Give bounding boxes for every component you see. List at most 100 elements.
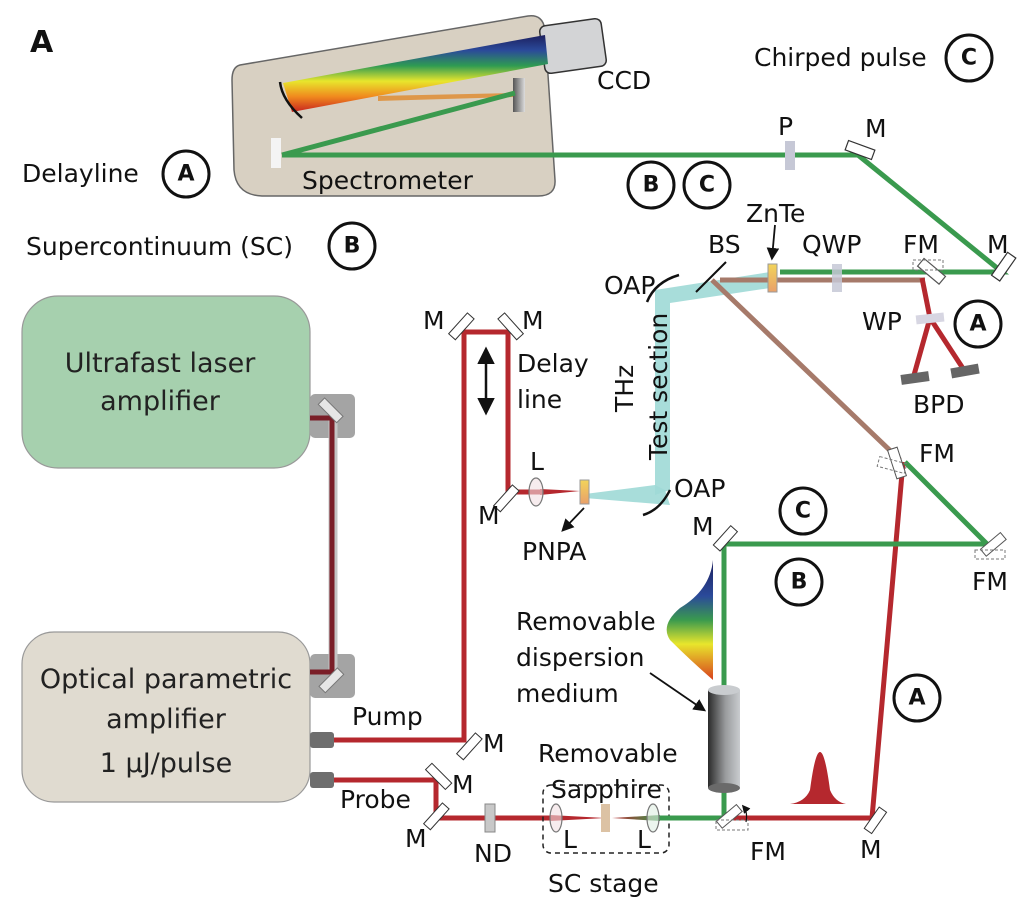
- removable-sapphire-label-1: Removable: [538, 739, 678, 768]
- svg-text:A: A: [177, 162, 194, 187]
- svg-text:B: B: [643, 173, 660, 198]
- mirror-delay-2-label: M: [522, 306, 544, 335]
- flip-arrow-bottom: [741, 804, 751, 823]
- mirror-probe-2: [422, 802, 450, 831]
- legend-marker-a: A: [161, 149, 211, 199]
- lens-sc-out-label: L: [637, 825, 651, 854]
- mirror-sc-corner: [712, 524, 739, 552]
- lens-sc-in: [549, 803, 563, 833]
- mirror-pump-1-label: M: [483, 729, 505, 758]
- path-marker-c-middle: C: [778, 486, 828, 536]
- dispersion-label-2: dispersion: [516, 643, 644, 672]
- mirror-right-label: M: [987, 230, 1009, 259]
- spectrum-return-beam: [378, 93, 514, 101]
- znte-label: ZnTe: [746, 199, 805, 228]
- quarter-wave-plate: [832, 264, 842, 292]
- svg-text:B: B: [344, 234, 361, 259]
- dispersion-arrow: [649, 672, 707, 712]
- flip-mirror-detection: [916, 257, 947, 285]
- svg-text:C: C: [699, 173, 715, 198]
- photodiode-left: [900, 371, 930, 385]
- svg-text:A: A: [908, 686, 925, 711]
- oap-top-label: OAP: [604, 271, 655, 300]
- lens-pump-label: L: [530, 447, 544, 476]
- nd-label: ND: [474, 839, 512, 868]
- mirror-top-label: M: [865, 114, 887, 143]
- oap-mirror-bottom: [642, 489, 672, 517]
- sc-stage-label: SC stage: [548, 869, 659, 898]
- flip-mirror-right-alt: [974, 549, 1006, 560]
- polarizer-label: P: [778, 112, 793, 141]
- mirror-probe-1-label: M: [452, 770, 474, 799]
- optical-parametric-amplifier: [21, 631, 311, 803]
- beam-red-bpd-left: [911, 277, 933, 376]
- lens-sc-in-label: L: [563, 825, 577, 854]
- delay-line-label-1: Delay: [517, 349, 589, 378]
- grating: [513, 78, 525, 112]
- wollaston-prism: [915, 312, 945, 325]
- pump-label: Pump: [352, 702, 423, 731]
- pulse-profile-icon: [790, 752, 846, 804]
- znte-arrow: [766, 224, 780, 261]
- mirror-bottom-right-label: M: [860, 835, 882, 864]
- oap-mirror-top: [645, 273, 680, 303]
- flip-mirror-detection-alt: [912, 259, 944, 271]
- flip-mirror-middle: [886, 446, 908, 480]
- mirror-bottom-right: [863, 806, 888, 835]
- nd-filter: [484, 803, 496, 833]
- opa-label-line3: 1 µJ/pulse: [100, 748, 232, 779]
- mirror-right: [990, 251, 1017, 282]
- thz-beam-test-section: [655, 272, 770, 495]
- entrance-slit: [271, 138, 281, 168]
- beam-green-in-spectrometer: [281, 90, 516, 158]
- dispersion-label-3: medium: [516, 679, 619, 708]
- sapphire-crystal: [601, 804, 610, 832]
- fm-right-label: FM: [972, 567, 1008, 596]
- mirror-probe-2-label: M: [405, 824, 427, 853]
- beam-red-bpd-right: [927, 316, 967, 372]
- bpd-label: BPD: [913, 390, 964, 419]
- beam-brown-diagonal: [710, 278, 902, 462]
- pnpa-arrow: [561, 507, 585, 532]
- svg-text:B: B: [791, 570, 808, 595]
- opa-label-line1: Optical parametric: [40, 664, 292, 695]
- znte-crystal: [767, 263, 778, 293]
- probe-focus: [550, 815, 605, 821]
- path-marker-a-detection: A: [953, 299, 1003, 349]
- probe-label: Probe: [340, 785, 411, 814]
- mirror-delay-1-label: M: [423, 306, 445, 335]
- delay-line-label-2: line: [517, 385, 562, 414]
- chirped-spectrum-icon: [666, 560, 713, 680]
- periscope-mirror-bottom: [318, 667, 345, 694]
- ultrafast-laser-amplifier: [21, 295, 311, 469]
- beam-pump: [334, 329, 540, 743]
- beam-pump-focus: [540, 489, 580, 495]
- beam-green-top: [282, 152, 1010, 275]
- svg-text:C: C: [961, 46, 977, 71]
- mirror-probe-1: [424, 762, 453, 791]
- fm-middle-label: FM: [919, 439, 955, 468]
- opa-label-line2: amplifier: [106, 704, 227, 735]
- pump-port: [310, 732, 334, 748]
- mirror-delay-1: [447, 312, 475, 341]
- legend-chirped-text: Chirped pulse: [754, 43, 927, 72]
- legend-supercontinuum-text: Supercontinuum (SC): [26, 232, 293, 261]
- qwp-label: QWP: [802, 230, 861, 259]
- polarizer: [785, 141, 795, 170]
- svg-text:A: A: [969, 312, 986, 337]
- lens-sc-out: [646, 803, 660, 833]
- mirror-pump-1: [455, 732, 483, 761]
- svg-text:C: C: [795, 499, 811, 524]
- laser-label-line1: Ultrafast laser: [65, 348, 257, 379]
- thz-beam-generation: [585, 485, 670, 505]
- dispersion-label-1: Removable: [516, 607, 656, 636]
- mirror-delay-2: [497, 312, 525, 341]
- thz-label: THz: [610, 365, 639, 413]
- lens-pump: [528, 477, 544, 507]
- legend-delayline-text: Delayline: [22, 159, 139, 188]
- flip-mirror-bottom-alt: [715, 819, 749, 831]
- curved-mirror: [278, 81, 303, 119]
- spectrometer-label: Spectrometer: [302, 166, 474, 195]
- beam-laser-to-opa: [310, 415, 335, 675]
